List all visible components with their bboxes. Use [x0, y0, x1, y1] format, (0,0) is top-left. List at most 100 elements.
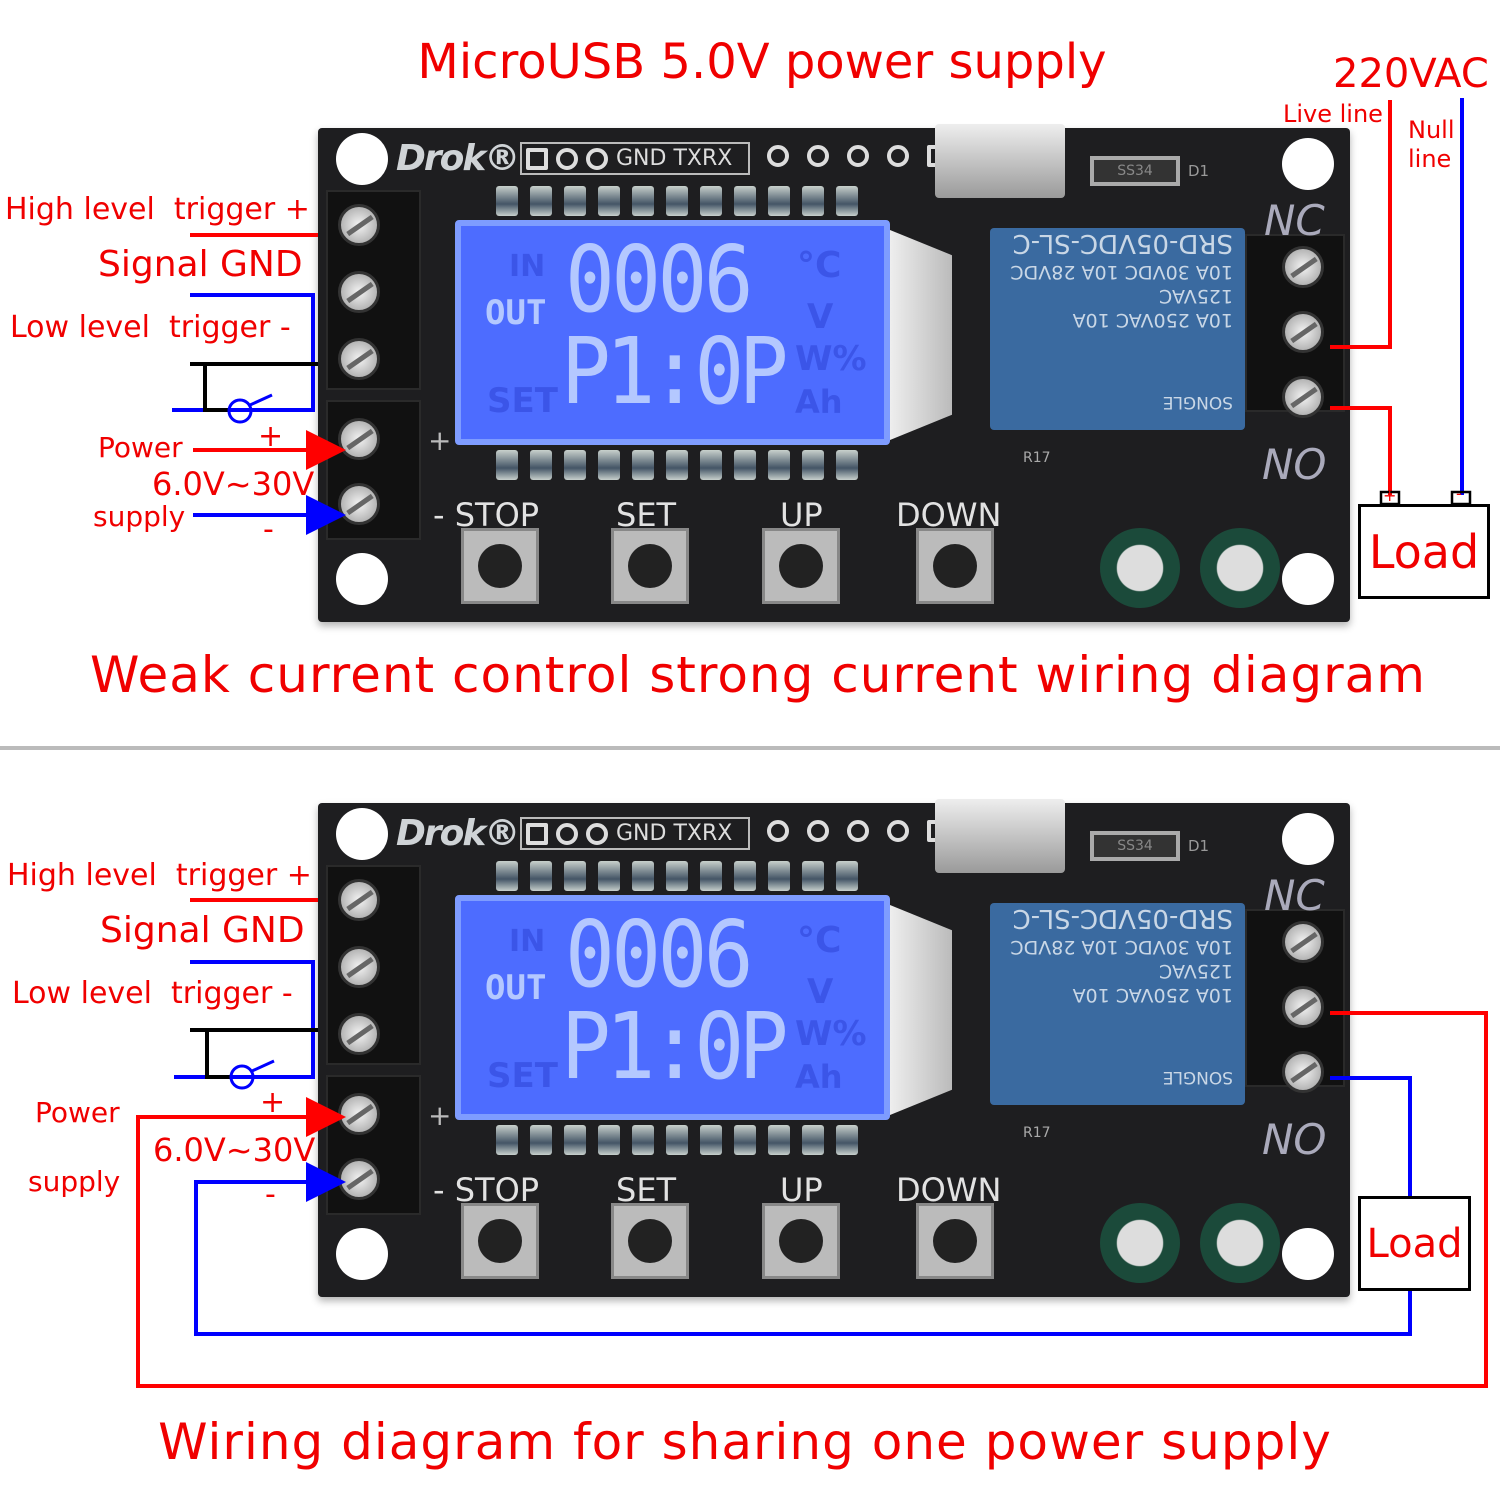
lcd-side: [890, 905, 952, 1115]
load-minus: -: [1456, 484, 1462, 503]
title-top: MicroUSB 5.0V power supply: [417, 34, 1107, 90]
relay: SONGLE 10A 250VAC 10A 125VAC 10A 30VDC 1…: [990, 903, 1245, 1105]
relay-rating-2: 10A 250VAC 10A 125VAC: [1072, 960, 1233, 1006]
btn-label-up: UP: [780, 496, 823, 534]
relay-rating-1: 10A 30VDC 10A 28VDC: [1010, 936, 1233, 959]
button-down[interactable]: [916, 528, 994, 604]
plus-label: +: [260, 1085, 286, 1120]
relay-rating-1: 10A 30VDC 10A 28VDC: [1010, 261, 1233, 284]
terminal-screw: [338, 271, 380, 313]
lcd-unit-w: W%: [795, 339, 867, 379]
header-label: GND TXRX: [616, 146, 733, 171]
terminal-screw: [1282, 921, 1324, 963]
terminal-screw: [1282, 376, 1324, 418]
microusb-port: [935, 124, 1065, 198]
diode: SS34: [1090, 831, 1180, 861]
terminal-screw: [1282, 1051, 1324, 1093]
pin-row: [763, 820, 953, 842]
pin-row: [763, 145, 953, 167]
lcd-pins-bottom: [496, 450, 858, 480]
ac-label: 220VAC: [1333, 51, 1489, 97]
mounting-hole: [1282, 138, 1334, 190]
terminal-screw: [338, 483, 380, 525]
nc-label: NC: [1264, 871, 1325, 920]
lcd-set: SET: [487, 381, 558, 421]
mounting-hole: [1282, 553, 1334, 605]
button-stop[interactable]: [461, 1203, 539, 1279]
header-label: GND TXRX: [616, 821, 733, 846]
mounting-hole: [336, 133, 388, 185]
mounting-hole: [336, 553, 388, 605]
button-up[interactable]: [762, 528, 840, 604]
lcd-unit-v: V: [807, 972, 834, 1012]
header-pins: GND TXRX: [520, 142, 750, 175]
header-pins: GND TXRX: [520, 817, 750, 850]
relay-brand: SONGLE: [1162, 392, 1233, 412]
terminal-screw: [1282, 311, 1324, 353]
button-set[interactable]: [611, 528, 689, 604]
btn-label-stop: - STOP: [433, 496, 540, 534]
lcd-pins-bottom: [496, 1125, 858, 1155]
terminal-screw: [338, 1093, 380, 1135]
mounting-hole: [1282, 1228, 1334, 1280]
button-stop[interactable]: [461, 528, 539, 604]
lcd-pins-top: [496, 186, 858, 216]
r17-label: R17: [1023, 450, 1051, 466]
diode-ref: D1: [1188, 837, 1210, 855]
relay: SONGLE 10A 250VAC 10A 125VAC 10A 30VDC 1…: [990, 228, 1245, 430]
caption-bottom: Wiring diagram for sharing one power sup…: [158, 1413, 1332, 1471]
button-down[interactable]: [916, 1203, 994, 1279]
terminal-screw: [1282, 246, 1324, 288]
lcd-unit-c: °C: [797, 245, 842, 286]
load-box-bottom: Load: [1358, 1196, 1471, 1291]
button-set[interactable]: [611, 1203, 689, 1279]
supply-label: supply: [93, 500, 186, 533]
terminal-screw: [338, 946, 380, 988]
terminal-screw: [338, 204, 380, 246]
lcd-side: [890, 230, 952, 440]
lcd-in: IN: [509, 924, 546, 959]
microusb-port: [935, 799, 1065, 873]
relay-model: SRD-05VDC-SL-C: [1012, 903, 1233, 934]
mounting-hole: [336, 808, 388, 860]
capacitor: [1100, 528, 1180, 608]
button-up[interactable]: [762, 1203, 840, 1279]
r17-label: R17: [1023, 1125, 1051, 1141]
load-label: Load: [1368, 524, 1480, 579]
caption-top: Weak current control strong current wiri…: [90, 646, 1426, 704]
relay-rating-2: 10A 250VAC 10A 125VAC: [1072, 285, 1233, 331]
lcd-unit-ah: Ah: [795, 383, 843, 421]
voltage-label: 6.0V~30V: [153, 1131, 316, 1169]
signal-gnd-label: Signal GND: [100, 910, 305, 951]
mounting-hole: [336, 1228, 388, 1280]
btn-label-down: DOWN: [896, 496, 1002, 534]
lcd-digits: 0006: [565, 226, 754, 333]
capacitor: [1200, 528, 1280, 608]
terminal-screw: [338, 1013, 380, 1055]
minus-label: -: [263, 512, 274, 547]
lcd-unit-c: °C: [797, 920, 842, 961]
null-line-label: Null line: [1408, 116, 1455, 173]
power-label: Power: [35, 1096, 120, 1129]
low-trigger-label: Low level trigger -: [10, 310, 291, 345]
terminal-screw: [338, 879, 380, 921]
minus-label: -: [265, 1177, 276, 1212]
wire-low-trigger: [190, 362, 318, 412]
terminal-screw: [338, 418, 380, 460]
plus-label: +: [258, 419, 284, 454]
load-label: Load: [1366, 1220, 1463, 1267]
relay-model: SRD-05VDC-SL-C: [1012, 228, 1233, 259]
plus-mark: +: [428, 1099, 452, 1132]
lcd-unit-w: W%: [795, 1014, 867, 1054]
lcd-line2: P1:0P: [561, 318, 789, 425]
capacitor: [1200, 1203, 1280, 1283]
lcd-unit-ah: Ah: [795, 1058, 843, 1096]
load-box-top: Load: [1358, 504, 1490, 599]
brand-logo: Drok®: [396, 138, 520, 179]
high-trigger-label: High level trigger +: [5, 192, 310, 227]
divider: [0, 746, 1500, 750]
lcd-pins-top: [496, 861, 858, 891]
capacitor: [1100, 1203, 1180, 1283]
